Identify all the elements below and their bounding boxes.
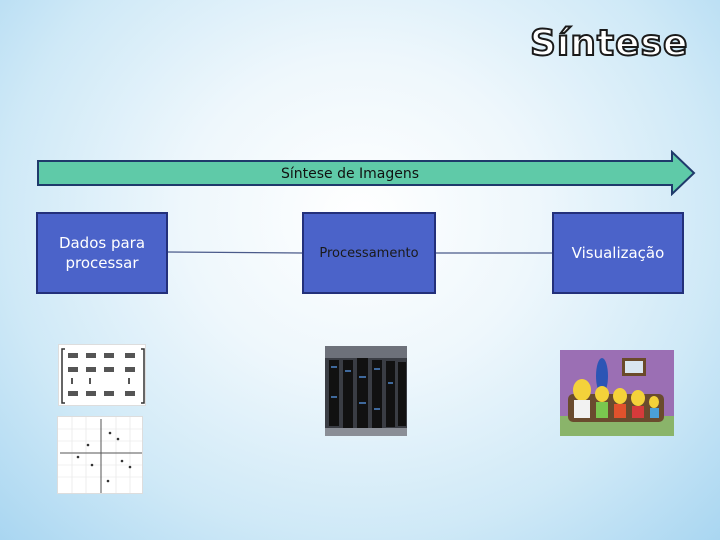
data-box: Dados para processar — [36, 212, 168, 294]
arrow-label: Síntese de Imagens — [280, 166, 420, 182]
visualization-box: Visualização — [552, 212, 684, 294]
matrix-image — [58, 344, 146, 406]
slide-title: Síntese — [529, 22, 689, 65]
server-racks-photo — [325, 346, 407, 436]
scatter-plot-image — [57, 416, 143, 494]
cartoon-family-image — [560, 350, 674, 436]
timeline-arrow — [37, 150, 696, 196]
processing-box: Processamento — [302, 212, 436, 294]
